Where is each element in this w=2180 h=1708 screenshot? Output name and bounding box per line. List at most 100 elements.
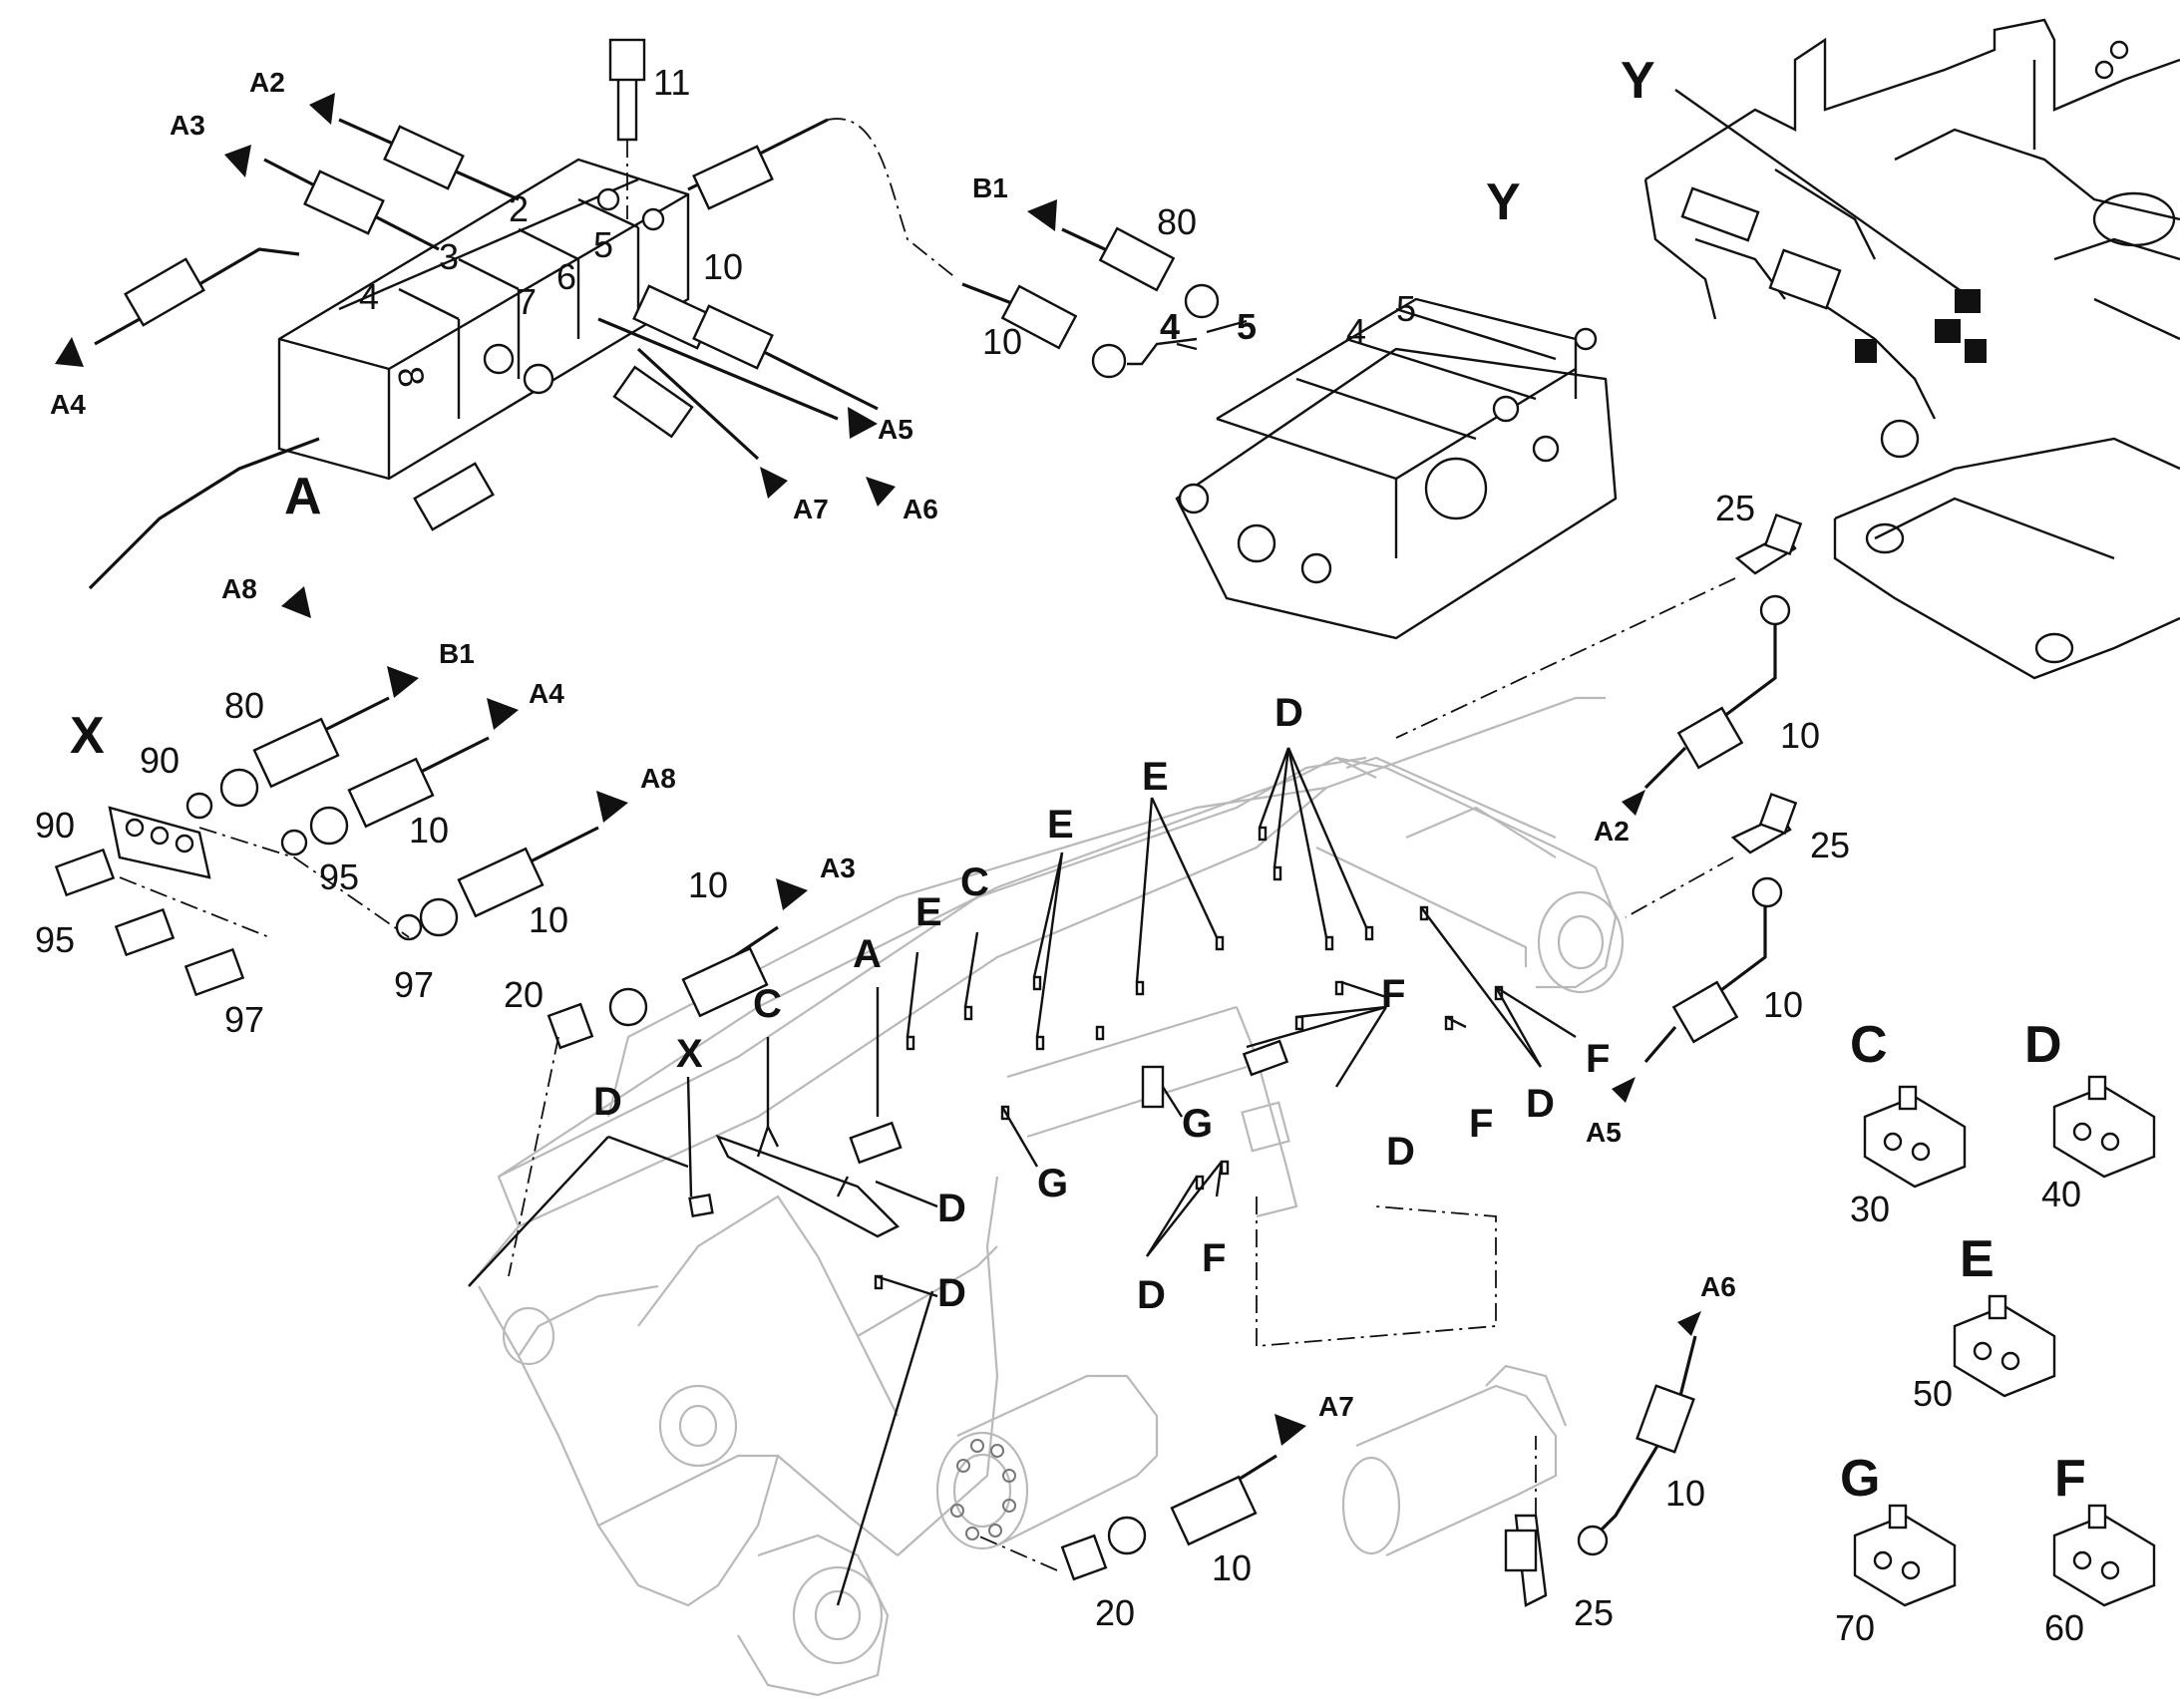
arrow-label-a4: A4	[50, 389, 86, 420]
svg-text:7: 7	[517, 281, 537, 322]
clamp-number-30: 30	[1850, 1189, 1890, 1229]
part-5: 5	[1237, 306, 1257, 347]
label-frame-d-top: D	[1274, 691, 1303, 735]
arrow-label-a7-low: A7	[1318, 1391, 1354, 1422]
clamp-label-f: F	[2054, 1450, 2086, 1508]
label-frame-x: X	[676, 1032, 703, 1076]
frame-clips	[688, 826, 1504, 1290]
arrow-label-a6: A6	[903, 494, 938, 524]
part-95a: 95	[319, 856, 359, 897]
boom-frame-ghost	[468, 696, 1625, 1697]
svg-text:3: 3	[439, 236, 459, 277]
part-10-x2: 10	[529, 899, 568, 940]
label-block-y: Y	[1486, 173, 1521, 231]
clamp-label-d: D	[2024, 1016, 2062, 1074]
clamp-f	[2052, 1504, 2156, 1607]
part-10-a3: 10	[688, 864, 728, 905]
label-frame-d6: D	[1526, 1082, 1555, 1126]
svg-text:4: 4	[1346, 311, 1366, 352]
part-90b: 90	[35, 805, 75, 846]
arrow-label-r-a5: A5	[1586, 1117, 1622, 1148]
label-frame-d5: D	[1386, 1130, 1415, 1174]
arrow-label-r-a6: A6	[1700, 1271, 1736, 1302]
machine-view-y	[1643, 18, 2180, 680]
arrow-label-b1: B1	[972, 172, 1008, 203]
clamp-number-60: 60	[2044, 1607, 2084, 1648]
label-frame-e2: E	[1047, 803, 1074, 847]
arrow-label-a2: A2	[249, 67, 285, 98]
arrow-label-x-a4: A4	[529, 678, 564, 709]
arrow-label-a5: A5	[878, 414, 913, 445]
label-frame-d3: D	[937, 1271, 966, 1315]
part-20b: 20	[1095, 1592, 1135, 1633]
label-frame-c1: C	[753, 982, 782, 1026]
arrow-label-r-a2: A2	[1594, 816, 1630, 847]
clamp-c	[1863, 1085, 1967, 1189]
part-10-r2: 10	[1763, 984, 1803, 1025]
svg-text:5: 5	[593, 224, 613, 265]
arrow-label-a3: A3	[170, 110, 205, 141]
part-80-x: 80	[224, 685, 264, 726]
cylinder-bolt-ring	[950, 1439, 1016, 1540]
block-a-hoses	[88, 118, 958, 590]
label-frame-f2: F	[1586, 1037, 1610, 1081]
part-25a: 25	[1715, 488, 1755, 528]
valve-block-y: 4 5	[1175, 288, 1618, 640]
right-fittings	[1395, 512, 1803, 1607]
part-80-top: 80	[1157, 201, 1197, 242]
part-95b: 95	[35, 919, 75, 960]
part-10-x1: 10	[409, 810, 449, 851]
arrow-label-a7: A7	[793, 494, 829, 524]
text-labels: A Y Y X A X C C E E E D D D D D D D F F …	[35, 52, 2086, 1648]
clamp-e	[1953, 1294, 2056, 1398]
arrow-label-a8: A8	[221, 573, 257, 604]
clamp-label-e: E	[1960, 1230, 1995, 1288]
label-view-y: Y	[1621, 52, 1655, 110]
label-frame-g2: G	[1182, 1102, 1213, 1146]
valve-block-a: 2 3 4 5 6 7 8	[277, 38, 690, 481]
label-frame-g1: G	[1037, 1162, 1068, 1205]
part-20a: 20	[504, 974, 544, 1015]
leader-lines	[468, 747, 1577, 1606]
part-10-block: 10	[703, 246, 743, 287]
clamp-details	[1853, 1075, 2156, 1607]
clamp-number-50: 50	[1913, 1373, 1953, 1414]
label-frame-a: A	[853, 932, 882, 976]
label-bracket-x: X	[70, 707, 105, 765]
part-10-top: 10	[982, 321, 1022, 362]
clamp-g	[1853, 1504, 1957, 1607]
label-frame-f1: F	[1381, 972, 1405, 1016]
label-frame-f4: F	[1202, 1236, 1226, 1280]
arrow-label-x-a8: A8	[640, 763, 676, 794]
label-frame-c2: C	[960, 860, 989, 904]
part-4: 4	[1160, 306, 1180, 347]
part-11: 11	[653, 62, 690, 103]
svg-text:6: 6	[556, 256, 576, 297]
clamp-number-70: 70	[1835, 1607, 1875, 1648]
flow-arrows	[55, 93, 1701, 1446]
part-25b: 25	[1810, 825, 1850, 865]
arrow-label-a3-low: A3	[820, 853, 856, 883]
block-y-hoses	[961, 226, 1220, 379]
label-frame-e1: E	[915, 890, 942, 934]
bracket-x-assembly	[54, 696, 599, 997]
clamp-d	[2052, 1075, 2156, 1179]
label-block-a: A	[284, 468, 322, 525]
part-10-a6: 10	[1665, 1473, 1705, 1514]
part-10-a7: 10	[1212, 1547, 1252, 1588]
label-frame-e3: E	[1142, 755, 1169, 799]
clamp-number-40: 40	[2041, 1174, 2081, 1214]
arrow-label-x-b1: B1	[439, 638, 475, 669]
label-frame-d4: D	[1137, 1273, 1166, 1317]
clamp-label-g: G	[1840, 1450, 1880, 1508]
part-97a: 97	[394, 964, 434, 1005]
part-90a: 90	[140, 740, 180, 781]
label-frame-f3: F	[1469, 1102, 1493, 1146]
svg-text:5: 5	[1396, 288, 1416, 329]
part-25c: 25	[1574, 1592, 1614, 1633]
label-frame-d2: D	[937, 1187, 966, 1230]
part-10-r1: 10	[1780, 715, 1820, 756]
svg-text:4: 4	[359, 276, 379, 317]
clamp-label-c: C	[1850, 1016, 1888, 1074]
